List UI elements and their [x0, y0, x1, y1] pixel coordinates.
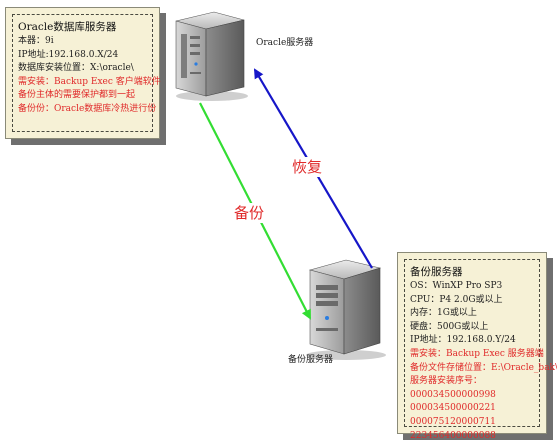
note-line: 备份份：Oracle数据库冷热进行份 — [18, 103, 157, 114]
note-line: 000034500000998 — [410, 389, 496, 400]
backup-note-border — [404, 259, 540, 427]
note-line: 需安装：Backup Exec 客户端软件 — [18, 76, 161, 87]
note-line: 服务器安装序号： — [410, 376, 483, 387]
note-line: IP地址:192.168.0.X/24 — [18, 49, 119, 60]
oracle-server-icon — [175, 11, 248, 101]
note-line: 备份主体的需要保护都到一起 — [18, 90, 136, 101]
backup-edge-label: 备份 — [232, 203, 267, 223]
restore-edge-label: 恢复 — [290, 157, 325, 177]
oracle-note-title: Oracle数据库服务器 — [18, 21, 117, 33]
note-line: 需安装：Backup Exec 服务器端 — [410, 348, 544, 359]
oracle-server-label: Oracle服务器 — [256, 38, 314, 48]
note-line: IP地址：192.168.0.Y/24 — [410, 335, 516, 346]
note-line: 000075120000711 — [410, 416, 496, 427]
note-line: CPU：P4 2.0G或以上 — [410, 294, 503, 305]
backup-server-label: 备份服务器 — [288, 355, 334, 365]
note-line: 内存：1G或以上 — [410, 308, 477, 319]
note-line: 备份文件存储位置：E:\Oracle_bak\ — [410, 362, 557, 373]
backup-server-icon — [306, 259, 386, 360]
oracle-note-border — [12, 14, 153, 132]
note-line: 数据库安装位置：X:\oracle\ — [18, 63, 134, 74]
backup-note-title: 备份服务器 — [410, 266, 463, 278]
note-line: 223456400000088 — [410, 430, 496, 441]
note-line: 000034500000221 — [410, 403, 496, 414]
note-line: OS：WinXP Pro SP3 — [410, 281, 503, 291]
note-line: 硬盘：500G或以上 — [410, 321, 489, 332]
note-line: 本器：9i — [18, 36, 54, 46]
